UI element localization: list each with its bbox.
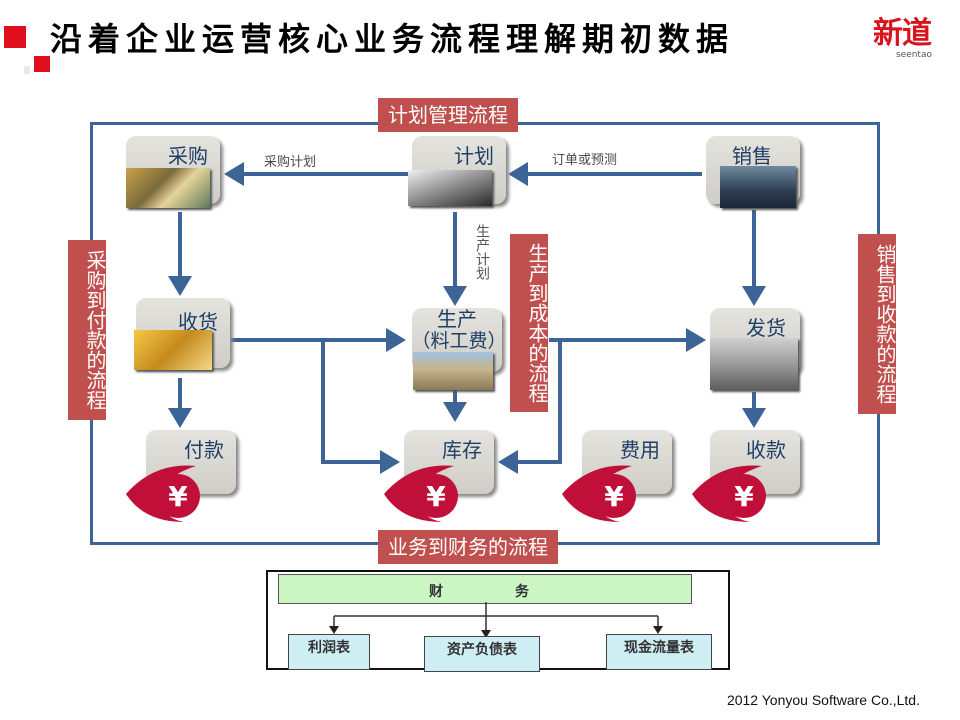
production-photo: [413, 352, 493, 390]
logo-text-cn: 新道: [873, 16, 932, 51]
decor-square: [34, 56, 50, 72]
report-income-statement[interactable]: 利润表: [288, 634, 370, 670]
decor-square: [4, 26, 26, 48]
node-label: 生产 （料工费）: [411, 307, 506, 352]
finance-char: 财: [429, 584, 443, 600]
purchase-photo: [126, 168, 210, 208]
label-order-to-cash: 销售到收款的流程: [858, 234, 897, 414]
copyright-footer: 2012 Yonyou Software Co.,Ltd.: [726, 692, 920, 708]
node-label: 采购: [168, 144, 208, 168]
node-label: 费用: [620, 438, 660, 462]
report-cash-flow[interactable]: 现金流量表: [606, 634, 712, 670]
svg-text:¥: ¥: [604, 480, 624, 513]
page-title: 沿着企业运营核心业务流程理解期初数据: [50, 20, 735, 58]
report-balance-sheet[interactable]: 资产负债表: [424, 636, 540, 672]
label-plan-management: 计划管理流程: [378, 98, 518, 132]
finance-bar[interactable]: 财 务: [278, 574, 692, 604]
node-label: 发货: [746, 316, 786, 340]
edge-label-purchase-plan: 采购计划: [264, 155, 317, 170]
node-sales[interactable]: 销售: [706, 136, 800, 208]
node-purchase[interactable]: 采购: [126, 136, 220, 208]
plan-photo: [408, 170, 492, 206]
svg-text:¥: ¥: [168, 480, 188, 513]
yuan-icon: ¥: [126, 465, 200, 522]
svg-text:¥: ¥: [734, 480, 754, 513]
node-label-line1: 生产: [437, 307, 477, 331]
svg-text:¥: ¥: [426, 480, 446, 513]
node-shipping[interactable]: 发货: [710, 308, 800, 390]
edge-label-production-plan: 生产计划: [474, 224, 490, 280]
node-label: 计划: [454, 144, 494, 168]
label-procure-to-pay: 采购到付款的流程: [68, 240, 107, 420]
shipping-photo: [710, 338, 798, 390]
finance-connectors: [329, 602, 663, 638]
edge-label-order-forecast: 订单或预测: [552, 153, 618, 168]
label-business-to-finance: 业务到财务的流程: [378, 530, 558, 564]
finance-diagram: 财 务 利润表 资产负债表 现金流量表: [266, 570, 730, 672]
receiving-photo: [134, 330, 212, 370]
yuan-icon: ¥: [562, 465, 636, 522]
node-label: 收款: [746, 438, 786, 462]
finance-char: 务: [515, 584, 529, 600]
node-receiving[interactable]: 收货: [134, 298, 230, 370]
logo-text-en: seentao: [895, 50, 932, 60]
brand-logo: 新道 seentao: [862, 16, 942, 61]
label-production-to-cost: 生产到成本的流程: [510, 234, 549, 412]
sales-photo: [720, 166, 796, 208]
edge-production-inventory: [498, 340, 562, 474]
yuan-icon: ¥: [384, 465, 458, 522]
yuan-icon: ¥: [692, 465, 766, 522]
edge-receiving-inventory: [321, 340, 400, 474]
node-label: 销售: [732, 144, 772, 168]
node-label-line2: （料工费）: [411, 330, 507, 352]
node-plan[interactable]: 计划: [408, 136, 506, 206]
decor-square: [24, 66, 30, 74]
node-production[interactable]: 生产 （料工费）: [411, 307, 507, 390]
node-label: 付款: [184, 438, 224, 462]
node-label: 库存: [442, 438, 482, 462]
